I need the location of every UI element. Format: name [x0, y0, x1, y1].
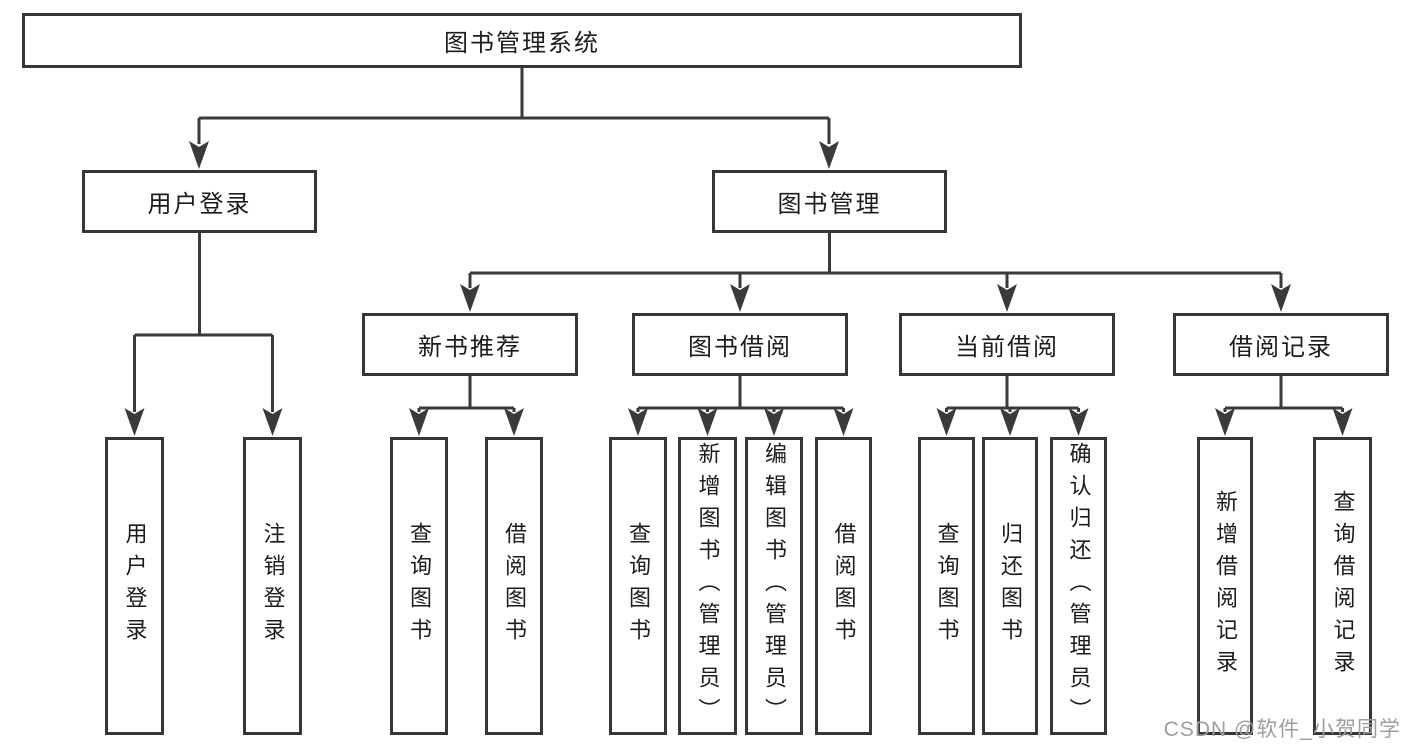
node-new-book-recommend-label: 新书推荐 — [418, 334, 522, 361]
node-book-management: 图书管理 — [712, 170, 947, 233]
node-user-login-label: 用户登录 — [147, 191, 252, 218]
node-nb-query-books: 查询图书 — [390, 437, 448, 735]
node-borrow-records-label: 借阅记录 — [1229, 334, 1333, 361]
node-br-query-record: 查询借阅记录 — [1313, 437, 1372, 735]
node-logout-label: 注销登录 — [260, 522, 286, 650]
node-bb-borrow-books: 借阅图书 — [815, 437, 872, 735]
node-new-book-recommend: 新书推荐 — [362, 313, 578, 376]
node-bb-query-books-label: 查询图书 — [626, 522, 651, 650]
node-book-borrow: 图书借阅 — [632, 313, 848, 376]
node-book-management-label: 图书管理 — [777, 191, 882, 218]
node-bb-add-books: 新增图书（管理员） — [678, 437, 737, 735]
node-bb-edit-books-label: 编辑图书（管理员） — [762, 442, 787, 730]
node-nb-query-books-label: 查询图书 — [407, 522, 432, 650]
node-nb-borrow-books-label: 借阅图书 — [502, 522, 527, 650]
node-br-query-record-label: 查询借阅记录 — [1330, 490, 1356, 682]
node-root-label: 图书管理系统 — [444, 30, 600, 57]
watermark: CSDN @软件_小贺同学 — [1163, 718, 1401, 741]
node-current-borrow: 当前借阅 — [899, 313, 1115, 376]
node-current-borrow-label: 当前借阅 — [955, 334, 1059, 361]
node-bb-query-books: 查询图书 — [609, 437, 667, 735]
node-logout: 注销登录 — [243, 437, 302, 735]
node-cb-return-books: 归还图书 — [982, 437, 1038, 735]
node-cb-confirm-return-label: 确认归还（管理员） — [1066, 442, 1092, 730]
node-borrow-records: 借阅记录 — [1173, 313, 1389, 376]
node-bb-borrow-books-label: 借阅图书 — [831, 522, 857, 650]
node-user-login-leaf: 用户登录 — [105, 437, 164, 735]
node-cb-confirm-return: 确认归还（管理员） — [1050, 437, 1107, 735]
node-user-login: 用户登录 — [82, 170, 317, 233]
connectors — [124, 68, 1353, 436]
node-cb-return-books-label: 归还图书 — [998, 522, 1023, 650]
node-bb-add-books-label: 新增图书（管理员） — [695, 442, 721, 730]
node-bb-edit-books: 编辑图书（管理员） — [745, 437, 803, 735]
node-root: 图书管理系统 — [22, 13, 1022, 68]
node-br-add-record-label: 新增借阅记录 — [1213, 490, 1238, 682]
node-user-login-leaf-label: 用户登录 — [122, 522, 148, 650]
node-book-borrow-label: 图书借阅 — [688, 334, 792, 361]
node-cb-query-books: 查询图书 — [918, 437, 975, 735]
node-br-add-record: 新增借阅记录 — [1197, 437, 1253, 735]
node-nb-borrow-books: 借阅图书 — [485, 437, 543, 735]
node-cb-query-books-label: 查询图书 — [934, 522, 960, 650]
